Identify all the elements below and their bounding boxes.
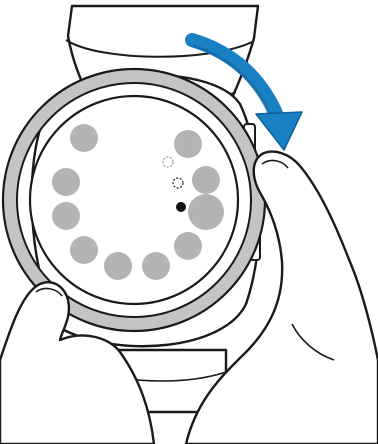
app-icon[interactable]: [52, 168, 80, 196]
app-icon[interactable]: [70, 124, 98, 152]
page-indicator: [173, 178, 183, 188]
app-icon[interactable]: [52, 202, 80, 230]
active-page-indicator: [176, 202, 186, 212]
app-icon[interactable]: [70, 236, 98, 264]
app-icon[interactable]: [104, 252, 132, 280]
page-indicator: [163, 157, 173, 167]
app-icon[interactable]: [174, 130, 202, 158]
app-icon[interactable]: [174, 232, 202, 260]
app-icon[interactable]: [142, 252, 170, 280]
app-icon[interactable]: [188, 194, 224, 230]
app-icon[interactable]: [192, 166, 220, 194]
